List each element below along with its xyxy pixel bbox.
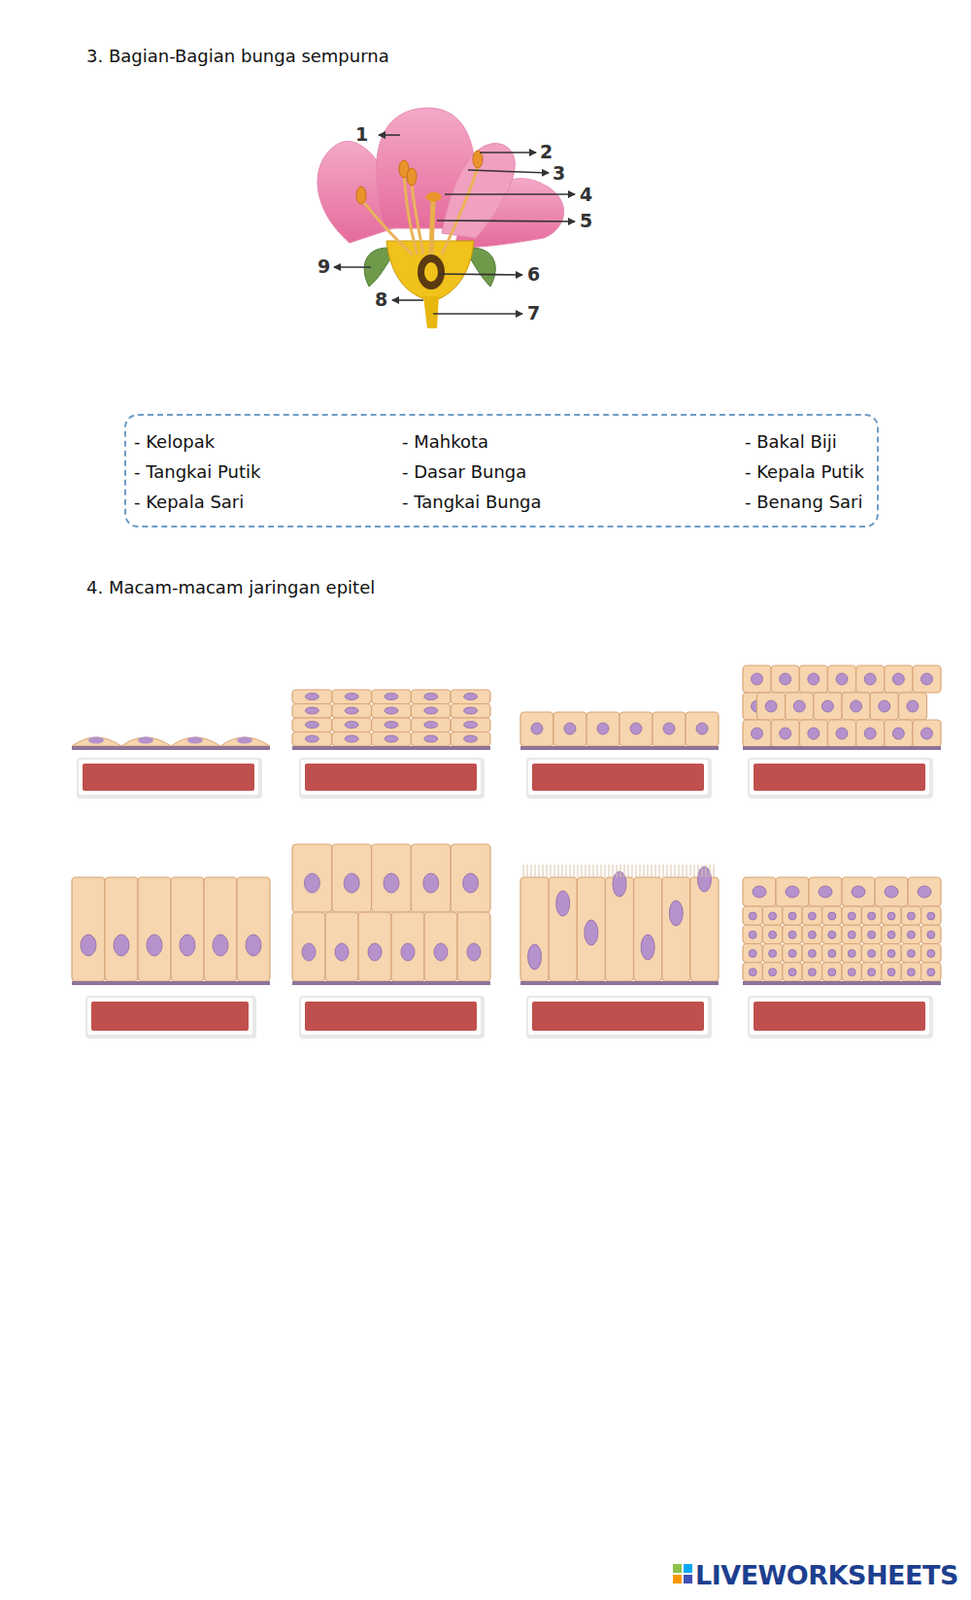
section-heading: 4. Macam-macam jaringan epitel: [86, 576, 375, 599]
callout-number: 2: [539, 140, 553, 163]
word-bank-item: - Kepala Putik: [744, 461, 865, 483]
callout-number: 4: [579, 183, 593, 205]
callout-number: 5: [579, 209, 593, 232]
flower: [317, 107, 565, 329]
word-bank-item: - Mahkota: [401, 431, 489, 453]
word-bank-item: - Kelopak: [133, 431, 215, 453]
callout-number: 3: [552, 162, 566, 184]
word-bank-item: - Tangkai Putik: [133, 461, 261, 483]
watermark: LIVEWORKSHEETS: [695, 1564, 959, 1586]
section-heading: 3. Bagian-Bagian bunga sempurna: [86, 45, 390, 67]
callout-number: 7: [527, 301, 540, 324]
epithelium-drawings: [71, 665, 941, 1038]
word-bank-item: - Tangkai Bunga: [401, 491, 542, 513]
callout-number: 9: [317, 255, 331, 277]
callout-number: 8: [374, 288, 388, 310]
word-bank-box: - Kelopak - Mahkota - Bakal Biji - Tangkai …: [124, 413, 879, 528]
word-bank-item: - Kepala Sari: [133, 491, 244, 513]
word-bank-item: - Dasar Bunga: [401, 461, 527, 483]
word-bank-item: - Bakal Biji: [744, 431, 838, 453]
callout-number: 1: [355, 123, 369, 145]
leader-lines: [334, 134, 575, 314]
watermark-logo: [672, 1563, 693, 1583]
callout-number: 6: [527, 263, 540, 285]
word-bank-item: - Benang Sari: [744, 491, 864, 513]
